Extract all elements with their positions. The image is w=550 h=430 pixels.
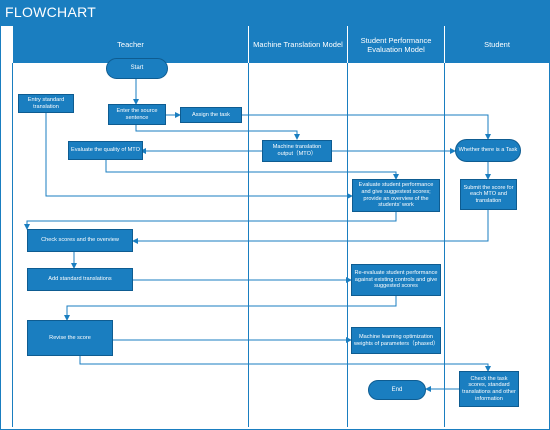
lane-divider (12, 63, 13, 427)
enter-source-sentence-box: Enter the source sentence (108, 104, 166, 125)
lane-divider (248, 63, 249, 427)
connector-arrow (64, 296, 397, 321)
connector-arrow (79, 356, 491, 372)
add-standard-translations-box: Add standard translations (27, 268, 133, 291)
reevaluate-student-performance-box: Re-evaluate student performance against … (351, 264, 441, 296)
connector-arrow (45, 113, 353, 199)
check-scores-overview-box: Check scores and the overview (27, 229, 133, 252)
lane-divider (444, 63, 445, 427)
title-bar: FLOWCHART (0, 0, 550, 26)
page-title: FLOWCHART (5, 4, 97, 20)
connector-arrow (132, 210, 489, 244)
lane-header-machine-translation-model: Machine Translation Model (248, 26, 347, 63)
check-task-scores-box: Check the task scores, standard translat… (459, 371, 519, 407)
start-terminal: Start (106, 58, 168, 79)
lane-header-teacher: Teacher (12, 26, 248, 63)
submit-score-box: Submit the score for each MTO and transl… (460, 179, 517, 210)
ml-optimization-box: Machine learning optimization weights of… (351, 327, 441, 354)
end-terminal: End (368, 380, 426, 400)
connector-arrow (105, 160, 399, 180)
lane-divider (347, 63, 348, 427)
assign-task-box: Assign the task (180, 107, 242, 123)
lane-header-student-performance-evaluation-model: Student Performance Evaluation Model (347, 26, 444, 63)
connector-arrow (242, 114, 491, 140)
evaluate-mto-quality-box: Evaluate the quality of MTO (68, 141, 143, 160)
connector-arrow (135, 125, 300, 140)
whether-task-decision: Whether there is a Task (455, 139, 521, 162)
connector-arrow (24, 212, 397, 230)
entry-standard-translation-box: Entry standard translation (18, 94, 74, 113)
lane-header-student: Student (444, 26, 549, 63)
revise-score-box: Revise the score (27, 320, 113, 356)
machine-translation-output-box: Machine translation output（MTO） (262, 140, 332, 162)
evaluate-student-performance-box: Evaluate student performance and give su… (352, 179, 440, 212)
